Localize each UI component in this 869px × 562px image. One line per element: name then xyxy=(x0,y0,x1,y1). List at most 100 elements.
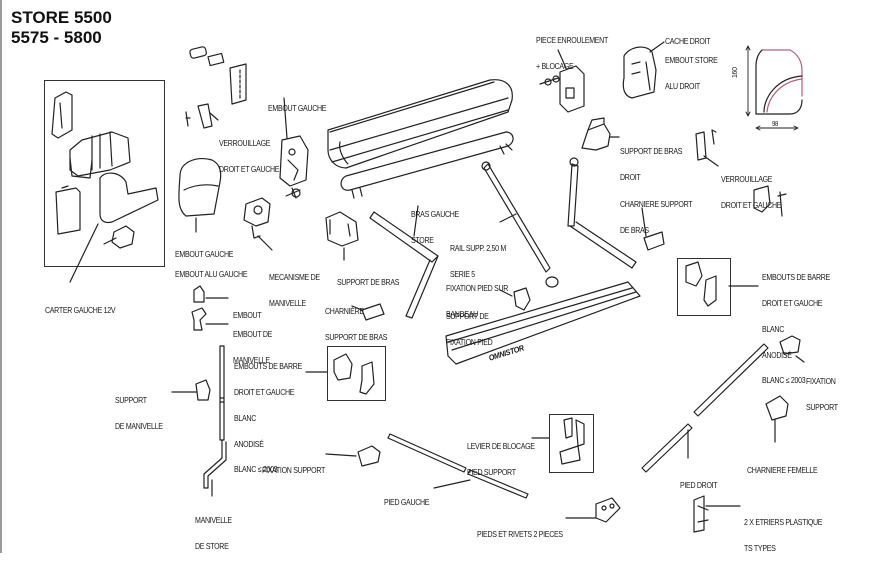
label-cache-droit: CACHE DROIT xyxy=(665,37,711,47)
bras-droit-part xyxy=(567,157,637,269)
pied-gauche-part xyxy=(387,433,529,499)
embout-manivelle-part xyxy=(191,307,207,331)
leader-mecanisme xyxy=(257,235,273,251)
leader-support-fixation-pied xyxy=(499,289,513,297)
leader-carter xyxy=(69,223,99,283)
rail-supp-part xyxy=(481,161,551,273)
label-fixation-pied-bandeau: FIXATION PIED SUR BANDEAU xyxy=(446,284,509,319)
embouts-barre-left-box xyxy=(327,346,386,401)
leader-rail-supp xyxy=(499,213,517,223)
bandeau-front-bar-part xyxy=(445,281,641,365)
label-embout-gauche-top: EMBOUT GAUCHE xyxy=(268,104,327,114)
label-support-fixation-pied: SUPPORT DE FIXATION PIED xyxy=(446,312,493,347)
battery-part xyxy=(55,185,81,235)
embout-part xyxy=(193,285,205,303)
small-gear-part xyxy=(285,187,301,199)
label-pied-gauche: PIED GAUCHE xyxy=(384,498,430,508)
support-fixation-pied-part xyxy=(513,287,531,311)
label-support-de-bras: SUPPORT DE BRAS xyxy=(337,278,400,288)
pied-droit-upper-part xyxy=(693,343,769,417)
levier-blocage-box xyxy=(549,414,594,473)
mecanisme-manivelle-part xyxy=(243,197,271,239)
leader-charniere-right xyxy=(641,207,647,237)
page-left-border xyxy=(0,0,2,553)
embout-gauche-mechanism-part xyxy=(279,135,309,187)
crank-stub-part xyxy=(103,225,135,249)
cache-droit-part xyxy=(622,46,657,99)
dimension-width-label: 98 xyxy=(772,121,779,128)
label-embout: EMBOUT xyxy=(233,311,262,321)
label-piece-enroulement: PIECE ENROULEMENT + BLOCAGE xyxy=(536,36,608,71)
embouts-barre-right-box xyxy=(677,258,731,316)
pied-droit-lower-part xyxy=(641,423,693,473)
leader-verrouillage-left xyxy=(209,112,219,121)
piece-enroulement-part xyxy=(539,65,585,113)
levier-blocage-parts xyxy=(559,417,585,465)
label-mecanisme-manivelle: MECANISME DE MANIVELLE xyxy=(269,273,320,308)
leader-cache-droit xyxy=(649,41,665,53)
label-verrouillage-right: VERROUILLAGE DROIT ET GAUCHE xyxy=(721,175,782,210)
motor-part xyxy=(69,131,131,179)
leader-embout-gauche-top xyxy=(283,97,288,139)
leader-piece-enroulement xyxy=(557,49,567,69)
fixation-pied-bandeau-part xyxy=(545,276,559,288)
label-etriers: 2 X ETRIERS PLASTIQUE TS TYPES xyxy=(744,518,823,553)
verrouillage-right-part xyxy=(695,129,717,161)
small-brackets-right-part xyxy=(753,185,787,217)
dimension-height-label: 160 xyxy=(732,67,739,78)
label-charniere-femelle: CHARNIERE FEMELLE xyxy=(747,466,818,476)
leader-fixation-support-left xyxy=(325,453,357,457)
leader-fixation-support-right xyxy=(795,355,805,363)
carter-gauche-group-box xyxy=(44,80,165,267)
pieds-rivets-part xyxy=(595,497,621,523)
label-charniere-support-bras-right: CHARNIERE SUPPORT DE BRAS xyxy=(620,200,693,235)
roller-tube-part xyxy=(340,131,514,199)
label-embouts-barre-right: EMBOUTS DE BARRE DROIT ET GAUCHE BLANC A… xyxy=(762,273,830,386)
embout-gauche-cap-part xyxy=(178,157,222,217)
embouts-barre-left-parts xyxy=(333,353,375,395)
charniere-support-bras-left-part xyxy=(361,303,385,321)
leader-bras-gauche xyxy=(413,205,419,237)
label-support-manivelle: SUPPORT DE MANIVELLE xyxy=(115,396,163,431)
embouts-barre-right-parts xyxy=(685,261,717,307)
diagram-title: STORE 5500 5575 - 5800 xyxy=(11,8,112,48)
label-fixation-support-left: FIXATION SUPPORT xyxy=(262,466,326,476)
bras-gauche-part xyxy=(369,211,439,319)
label-bras-gauche: BRAS GAUCHE STORE xyxy=(411,210,459,245)
support-bras-droit-part xyxy=(581,117,611,151)
label-rail-supp: RAIL SUPP. 2,50 M SERIE 5 xyxy=(450,244,506,279)
title-line-2: 5575 - 5800 xyxy=(11,28,102,47)
label-pieds-rivets: PIEDS ET RIVETS 2 PIECES xyxy=(477,530,563,540)
small-plate-parts xyxy=(189,46,247,105)
label-embout-gauche: EMBOUT GAUCHE xyxy=(175,250,234,260)
label-support-bras-droit: SUPPORT DE BRAS DROIT xyxy=(620,147,683,182)
support-manivelle-part xyxy=(195,379,211,401)
cassette-main-part xyxy=(327,79,513,169)
label-embout-manivelle: EMBOUT DE MANIVELLE xyxy=(233,330,273,365)
label-charniere-support-bras-left: CHARNIÈRE SUPPORT DE BRAS xyxy=(325,307,388,342)
label-pied-droit: PIED DROIT xyxy=(680,481,718,491)
charniere-femelle-part xyxy=(765,395,789,421)
label-embouts-barre-left: EMBOUTS DE BARRE DROIT ET GAUCHE BLANC A… xyxy=(234,362,302,475)
support-de-bras-left-part xyxy=(325,211,359,247)
leader-verrouillage-right xyxy=(703,155,719,167)
label-embout-alu-gauche: EMBOUT ALU GAUCHE xyxy=(175,270,248,280)
leader-charniere-left xyxy=(351,305,363,311)
title-line-1: STORE 5500 xyxy=(11,8,112,27)
label-levier-blocage: LEVIER DE BLOCAGE PIED SUPPORT xyxy=(467,442,535,477)
label-carter-gauche: CARTER GAUCHE 12V xyxy=(45,306,116,316)
carter-housing-part xyxy=(99,172,159,224)
verrouillage-left-part xyxy=(185,103,213,129)
etriers-part xyxy=(693,495,709,533)
fixation-support-right-part xyxy=(779,335,801,355)
carter-cover-part xyxy=(51,91,73,139)
label-manivelle-store: MANIVELLE DE STORE xyxy=(195,516,232,551)
profile-dimension-drawing xyxy=(745,45,803,131)
charniere-support-bras-right-part xyxy=(643,231,665,251)
fixation-support-left-part xyxy=(357,445,381,467)
label-embout-store-alu-droit: EMBOUT STORE ALU DROIT xyxy=(665,56,718,91)
label-fixation-support-right: FIXATION SUPPORT xyxy=(806,377,838,412)
label-verrouillage-left: VERROUILLAGE DROIT ET GAUCHE xyxy=(219,139,280,174)
leader-pied-gauche xyxy=(433,479,471,489)
